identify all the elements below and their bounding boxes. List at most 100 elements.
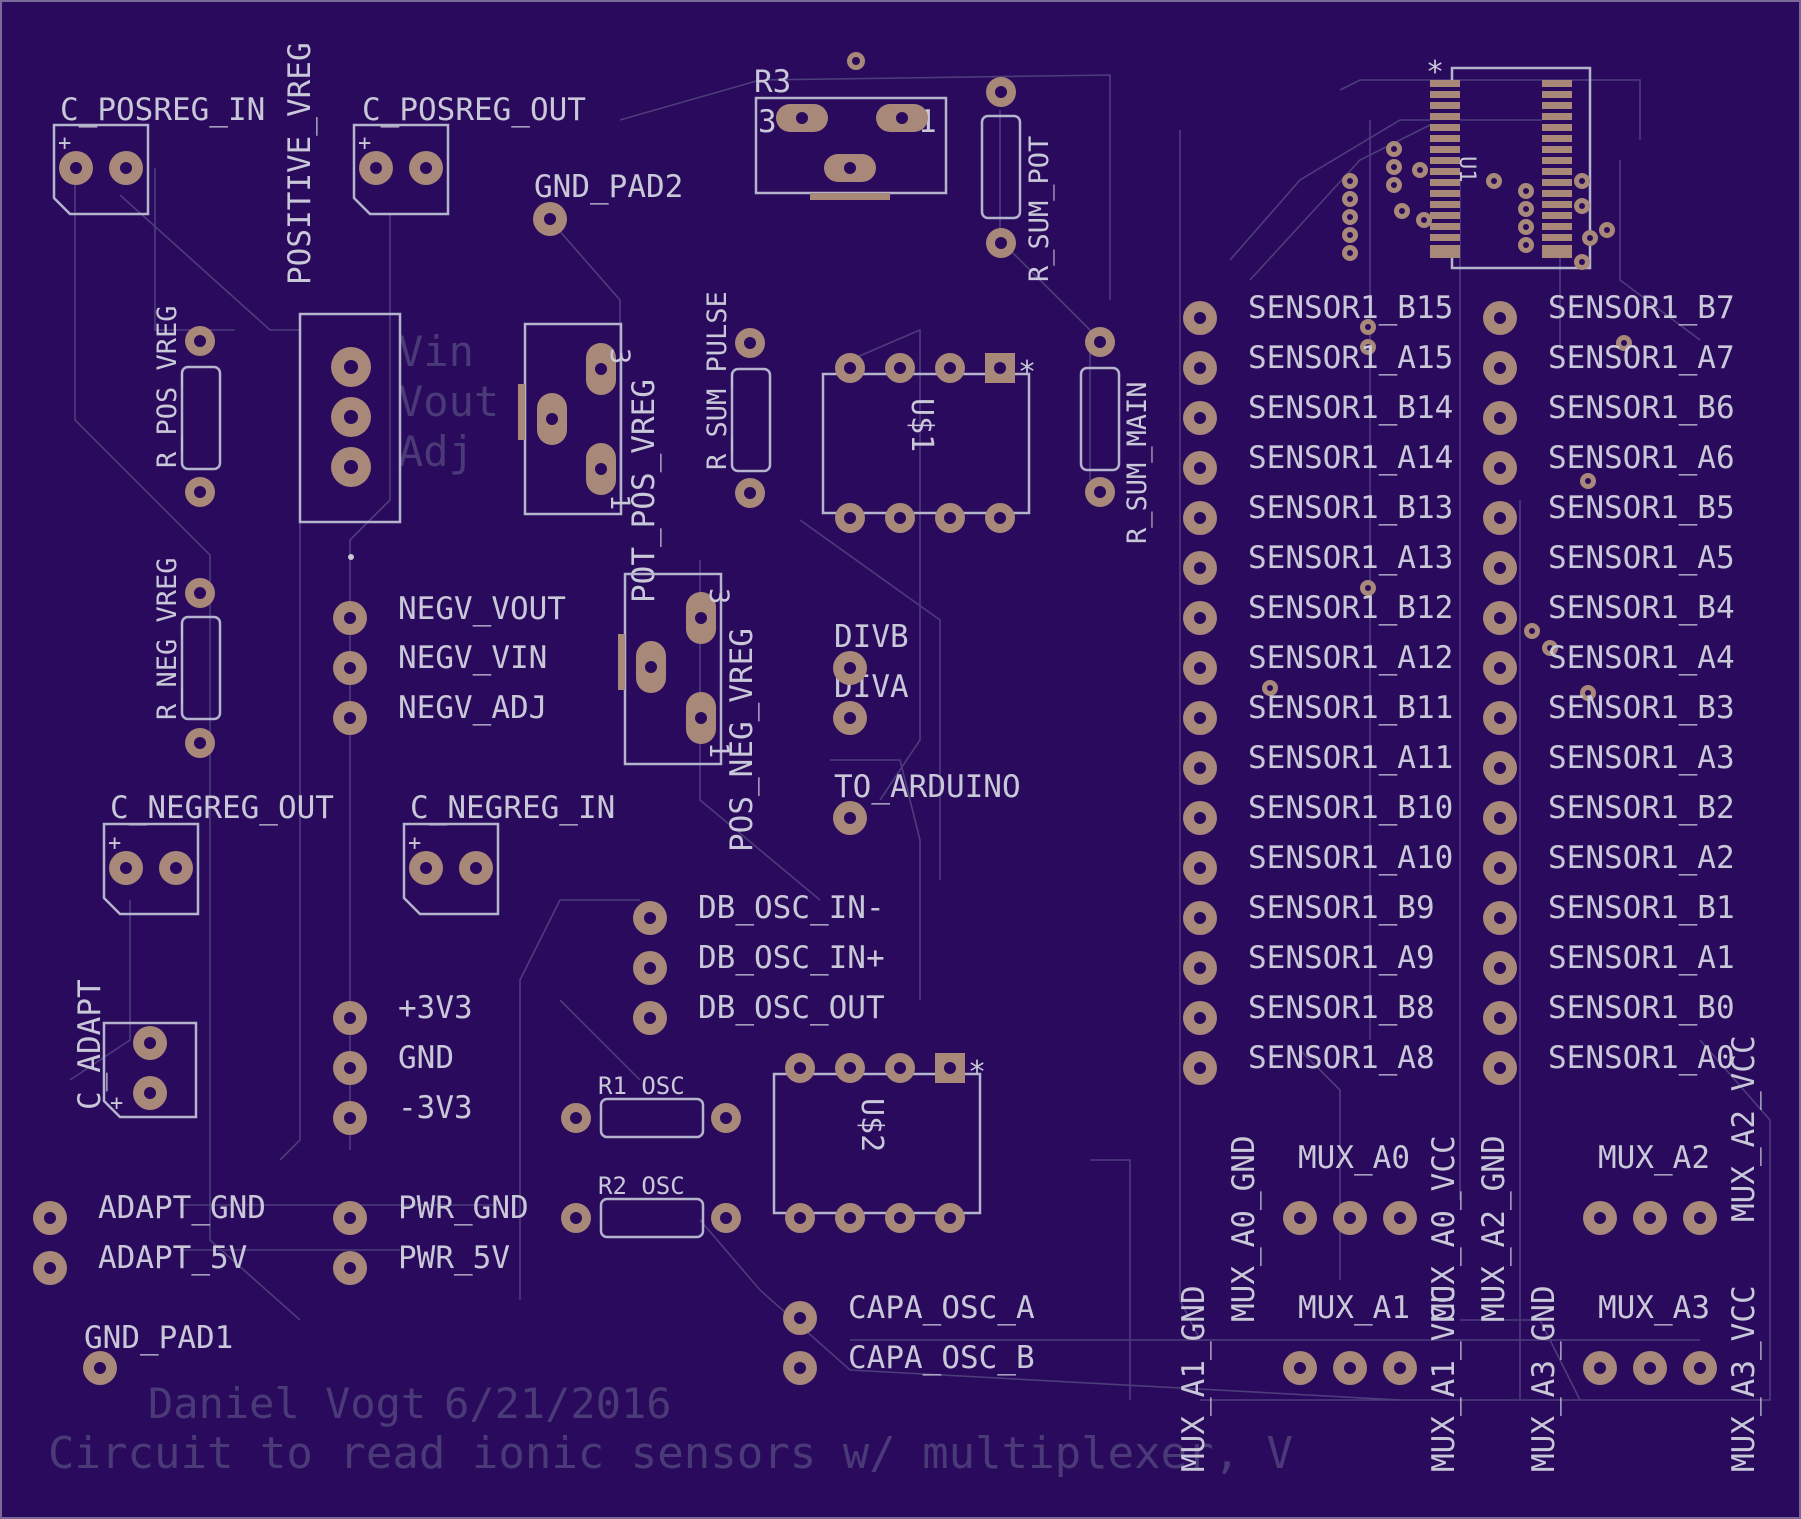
mux-a2-gnd-label: MUX_A2_GND xyxy=(1476,1135,1512,1322)
c-adapt-label: C_ADAPT xyxy=(72,979,108,1110)
sensor-label: SENSOR1_B10 xyxy=(1248,790,1453,826)
pot-pos-vreg-tab xyxy=(518,384,525,440)
pwr-gnd-label: PWR_GND xyxy=(398,1190,529,1226)
sensor-label: SENSOR1_B4 xyxy=(1548,590,1735,626)
positive-vreg-label: POSITIVE_VREG xyxy=(282,42,318,285)
r-sum-pot-label: R_SUM_POT xyxy=(1024,136,1055,282)
r1-osc-label: R1_OSC xyxy=(598,1072,685,1100)
pot-pos-vreg-label: POT_POS_VREG xyxy=(626,379,662,603)
sensor-label: SENSOR1_A0 xyxy=(1548,1040,1735,1076)
mux-a1-gnd-label: MUX_A1_GND xyxy=(1176,1285,1212,1472)
mux-a0-label: MUX_A0 xyxy=(1298,1140,1410,1176)
capa-osc-b-label: CAPA_OSC_B xyxy=(848,1340,1035,1376)
sensor-label: SENSOR1_B5 xyxy=(1548,490,1735,526)
sensor-label: SENSOR1_B13 xyxy=(1248,490,1453,526)
c-posreg-in-outline xyxy=(52,123,150,216)
r2-osc-label: R2_OSC xyxy=(598,1172,685,1200)
u2-star: * xyxy=(968,1055,986,1090)
c-negreg-in-label: C_NEGREG_IN xyxy=(410,790,615,826)
author-label: Daniel Vogt xyxy=(148,1379,426,1428)
mux-a3-label: MUX_A3 xyxy=(1598,1290,1710,1326)
plus-3v3-label: +3V3 xyxy=(398,990,473,1026)
sensor-header-right xyxy=(1483,301,1517,1085)
pos-vreg-outline xyxy=(298,312,402,524)
to-arduino-label: TO_ARDUINO xyxy=(834,769,1021,805)
sensor-label: SENSOR1_B15 xyxy=(1248,290,1453,326)
sensor-label: SENSOR1_B1 xyxy=(1548,890,1735,926)
sensor-label: SENSOR1_B7 xyxy=(1548,290,1735,326)
r-sum-main-label: R_SUM_MAIN xyxy=(1122,381,1153,544)
mux-a2-label: MUX_A2 xyxy=(1598,1140,1710,1176)
adapt-5v-label: ADAPT_5V xyxy=(98,1240,247,1276)
sensor-label: SENSOR1_A14 xyxy=(1248,440,1453,476)
c-negreg-out-label: C_NEGREG_OUT xyxy=(110,790,334,826)
r-neg-vreg xyxy=(180,578,222,758)
pos-vreg-dot xyxy=(348,554,354,560)
r3-label: R3 xyxy=(754,64,791,100)
sensor-label: SENSOR1_B3 xyxy=(1548,690,1735,726)
c-adapt-outline xyxy=(102,1021,198,1119)
sensor-label: SENSOR1_A11 xyxy=(1248,740,1453,776)
u2-pads xyxy=(785,1053,965,1233)
sensor-label: SENSOR1_B12 xyxy=(1248,590,1453,626)
r3-foot-right xyxy=(850,193,890,200)
capa-osc-a-label: CAPA_OSC_A xyxy=(848,1290,1035,1326)
pot-pos-vreg-pin1: 1 xyxy=(604,494,635,510)
db-osc-out-label: DB_OSC_OUT xyxy=(698,990,885,1026)
adapt-pads xyxy=(33,1201,67,1285)
sensor-labels-right: SENSOR1_B7 SENSOR1_A7 SENSOR1_B6 SENSOR1… xyxy=(1548,290,1735,1076)
negv-vout-label: NEGV_VOUT xyxy=(398,591,566,627)
db-osc-in-minus-label: DB_OSC_IN- xyxy=(698,890,885,926)
gnd-label: GND xyxy=(398,1040,454,1076)
c-posreg-out-plus: + xyxy=(358,131,371,156)
r-pos-vreg-label: R_POS_VREG xyxy=(152,305,183,468)
sensor-label: SENSOR1_B2 xyxy=(1548,790,1735,826)
c-negreg-out-pads xyxy=(109,851,193,885)
adj-label: Adj xyxy=(398,427,474,476)
r-sum-pot xyxy=(980,77,1022,258)
c-negreg-in-pads xyxy=(409,851,493,885)
c-adapt-plus: + xyxy=(110,1091,123,1116)
pot-pos-vreg-pads xyxy=(537,343,616,495)
sensor-header-left xyxy=(1183,301,1217,1085)
sensor-label: SENSOR1_A5 xyxy=(1548,540,1735,576)
u2-outline xyxy=(772,1072,982,1215)
vin-label: Vin xyxy=(398,327,474,376)
capa-osc-pads xyxy=(783,1301,817,1385)
r-sum-pulse-label: R_SUM_PULSE xyxy=(702,291,733,470)
pos-vreg-pads xyxy=(331,347,371,487)
c-negreg-out-outline xyxy=(102,822,200,916)
c-adapt-pads xyxy=(133,1026,167,1110)
div-pads xyxy=(833,651,867,835)
pot-neg-vreg-pads xyxy=(636,592,716,744)
mux-a1-vcc-label: MUX_A1_VCC xyxy=(1426,1285,1462,1472)
r1-osc xyxy=(561,1097,741,1139)
mux-a3-pads xyxy=(1583,1351,1717,1385)
negv-adj-label: NEGV_ADJ xyxy=(398,690,547,726)
c-posreg-out-outline xyxy=(352,123,450,216)
r-pos-vreg xyxy=(180,326,222,507)
u1-pads xyxy=(835,353,1015,533)
c-posreg-in-pads xyxy=(59,151,143,185)
mux-a0-vcc-label: MUX_A0_VCC xyxy=(1426,1135,1462,1322)
gnd-pad1-label: GND_PAD1 xyxy=(84,1320,233,1356)
gnd-pad1 xyxy=(83,1351,117,1385)
mux-ic-star: * xyxy=(1426,55,1444,90)
sensor-label: SENSOR1_A4 xyxy=(1548,640,1735,676)
c-negreg-in-plus: + xyxy=(408,831,421,856)
mux-vias xyxy=(1262,141,1632,701)
pos-neg-vreg-label: POS_NEG_VREG xyxy=(724,628,760,852)
mux-ic-label: U1 xyxy=(1454,156,1479,183)
mux-a1-label: MUX_A1 xyxy=(1298,1290,1410,1326)
c-posreg-out-pads xyxy=(359,151,443,185)
c-posreg-in-label: C_POSREG_IN xyxy=(60,92,265,128)
negv-pads xyxy=(333,601,367,735)
r2-osc xyxy=(561,1197,741,1239)
sensor-label: SENSOR1_B11 xyxy=(1248,690,1453,726)
r3-pads xyxy=(776,104,928,182)
sensor-label: SENSOR1_A1 xyxy=(1548,940,1735,976)
mux-ic-pin-gaps xyxy=(1430,87,1572,245)
trace-layer xyxy=(69,74,1771,1401)
